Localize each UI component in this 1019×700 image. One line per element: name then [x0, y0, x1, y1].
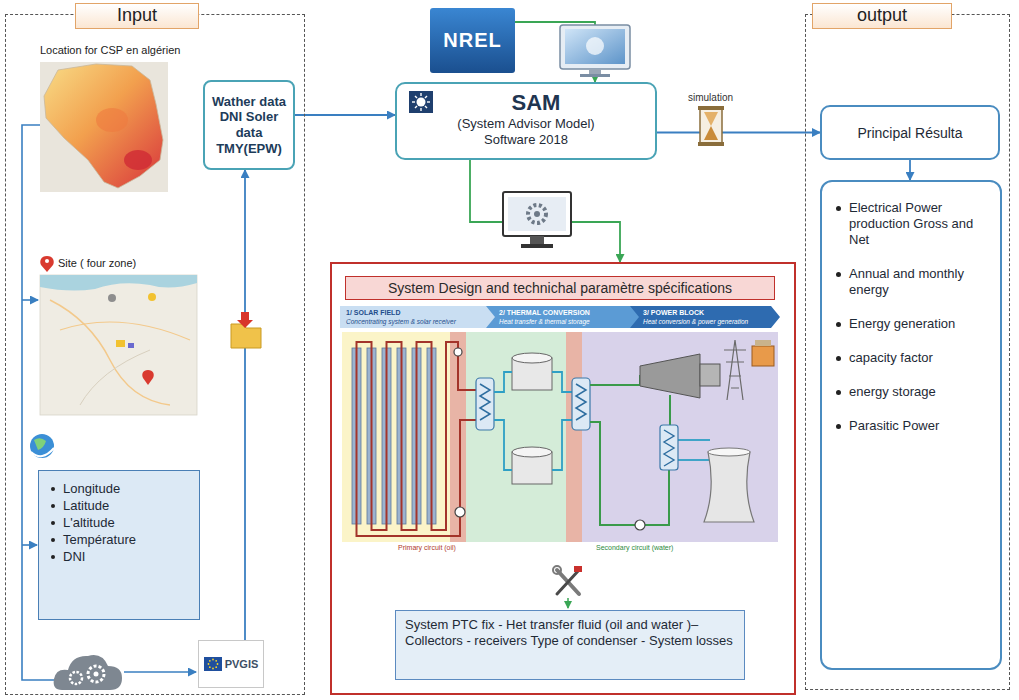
sam-sun-icon [409, 91, 433, 113]
stage-subtitle: Concentrating system & solar receiver [346, 317, 488, 326]
simulation-caption: simulation [688, 92, 733, 103]
connector-arrow [295, 114, 395, 116]
bullet-dot [51, 538, 55, 542]
panel-heading: output [812, 3, 952, 29]
result-box: Principal Résulta [820, 105, 1000, 160]
software-name: SAM [512, 90, 561, 116]
stage-title: 2/ THERMAL CONVERSION [499, 308, 632, 317]
list-row: capacity factor [836, 350, 990, 366]
list-item: capacity factor [849, 350, 933, 366]
location-caption: Location for CSP en algérien [40, 44, 180, 56]
parameter-list-box: LongitudeLatitudeL'altitudeTempératureDN… [38, 470, 200, 620]
bullet-dot [836, 272, 841, 277]
list-item: Latitude [63, 498, 109, 514]
connector-arrow [657, 132, 820, 134]
stage-title: 1/ SOLAR FIELD [346, 308, 488, 317]
list-row: Longitude [51, 481, 191, 497]
list-item: Energy generation [849, 316, 955, 332]
bullet-dot [836, 356, 841, 361]
connector-arrow [470, 160, 620, 262]
list-item: Annual and monthly energy [849, 266, 990, 298]
weather-text: Wather data DNI Soler data TMY(EPW) [209, 94, 289, 156]
list-row: energy storage [836, 384, 990, 400]
bullet-dot [51, 504, 55, 508]
connector-arrow [244, 170, 246, 640]
frame-heading: System Design and technichal paramètre s… [345, 276, 775, 300]
bullet-dot [51, 487, 55, 491]
logo-text: PVGIS [225, 658, 259, 670]
site-caption: Site ( four zone) [58, 257, 136, 269]
cloud-gears-icon [54, 655, 122, 690]
list-row: DNI [51, 549, 191, 565]
pin-icon [40, 256, 54, 272]
csp-plant-illustration [342, 332, 778, 542]
pvgis-logo: PVGIS [198, 640, 264, 688]
list-item: Longitude [63, 481, 120, 497]
list-item: L'altitude [63, 515, 115, 531]
specification-box: System PTC fix - Het transfer fluid (oil… [395, 610, 745, 680]
bullet-dot [836, 390, 841, 395]
folder-icon [231, 312, 261, 348]
list-row: Electrical Power production Gross and Ne… [836, 200, 990, 248]
stage-chevron: 3/ POWER BLOCKHeat conversion & power ge… [630, 306, 780, 328]
weather-data-box: Wather data DNI Soler data TMY(EPW) [203, 80, 295, 170]
list-item: Electrical Power production Gross and Ne… [849, 200, 990, 248]
site-map [40, 275, 197, 415]
list-item: DNI [63, 549, 85, 565]
bullet-dot [51, 555, 55, 559]
result-heading: Principal Résulta [857, 125, 962, 141]
eu-flag-icon [204, 657, 222, 671]
spec-text: System PTC fix - Het transfer fluid (oil… [405, 617, 735, 649]
bullet-dot [836, 424, 841, 429]
hourglass-icon [698, 106, 724, 146]
bullet-dot [836, 322, 841, 327]
logo-text: NREL [443, 29, 501, 52]
list-row: Température [51, 532, 191, 548]
list-row: Parasitic Power [836, 418, 990, 434]
algeria-map [40, 62, 168, 192]
list-row: Annual and monthly energy [836, 266, 990, 298]
output-panel: outputPrincipal RésultaElectrical Power … [805, 14, 1010, 690]
nrel-logo: NREL [430, 8, 515, 73]
result-list-box: Electrical Power production Gross and Ne… [820, 180, 1002, 670]
stage-title: 3/ POWER BLOCK [643, 308, 770, 317]
software-subtitle: (System Advisor Model) Software 2018 [441, 116, 611, 148]
stage-subtitle: Heat transfer & thermal storage [499, 317, 632, 326]
stage-subtitle: Heat conversion & power generation [643, 317, 770, 326]
monitor-icon [503, 192, 571, 248]
list-item: Température [63, 532, 136, 548]
list-row: L'altitude [51, 515, 191, 531]
stage-chevron: 2/ THERMAL CONVERSIONHeat transfer & the… [486, 306, 642, 328]
list-item: Parasitic Power [849, 418, 939, 434]
connector-arrow [909, 160, 911, 180]
computer-icon [560, 25, 630, 77]
circuit-caption: Secondary circuit (water) [596, 544, 673, 551]
input-panel: InputWather data DNI Soler data TMY(EPW)… [5, 14, 305, 695]
sam-software-box: SAM(System Advisor Model) Software 2018 [395, 82, 657, 160]
globe-icon [30, 434, 54, 458]
tools-icon [553, 566, 582, 608]
system-design-frame: System Design and technichal paramètre s… [330, 262, 796, 695]
bullet-dot [51, 521, 55, 525]
panel-heading: Input [75, 3, 199, 29]
stage-chevron: 1/ SOLAR FIELDConcentrating system & sol… [340, 306, 498, 328]
bullet-dot [836, 206, 841, 211]
circuit-caption: Primary circuit (oil) [398, 544, 456, 551]
list-row: Energy generation [836, 316, 990, 332]
list-row: Latitude [51, 498, 191, 514]
list-item: energy storage [849, 384, 936, 400]
